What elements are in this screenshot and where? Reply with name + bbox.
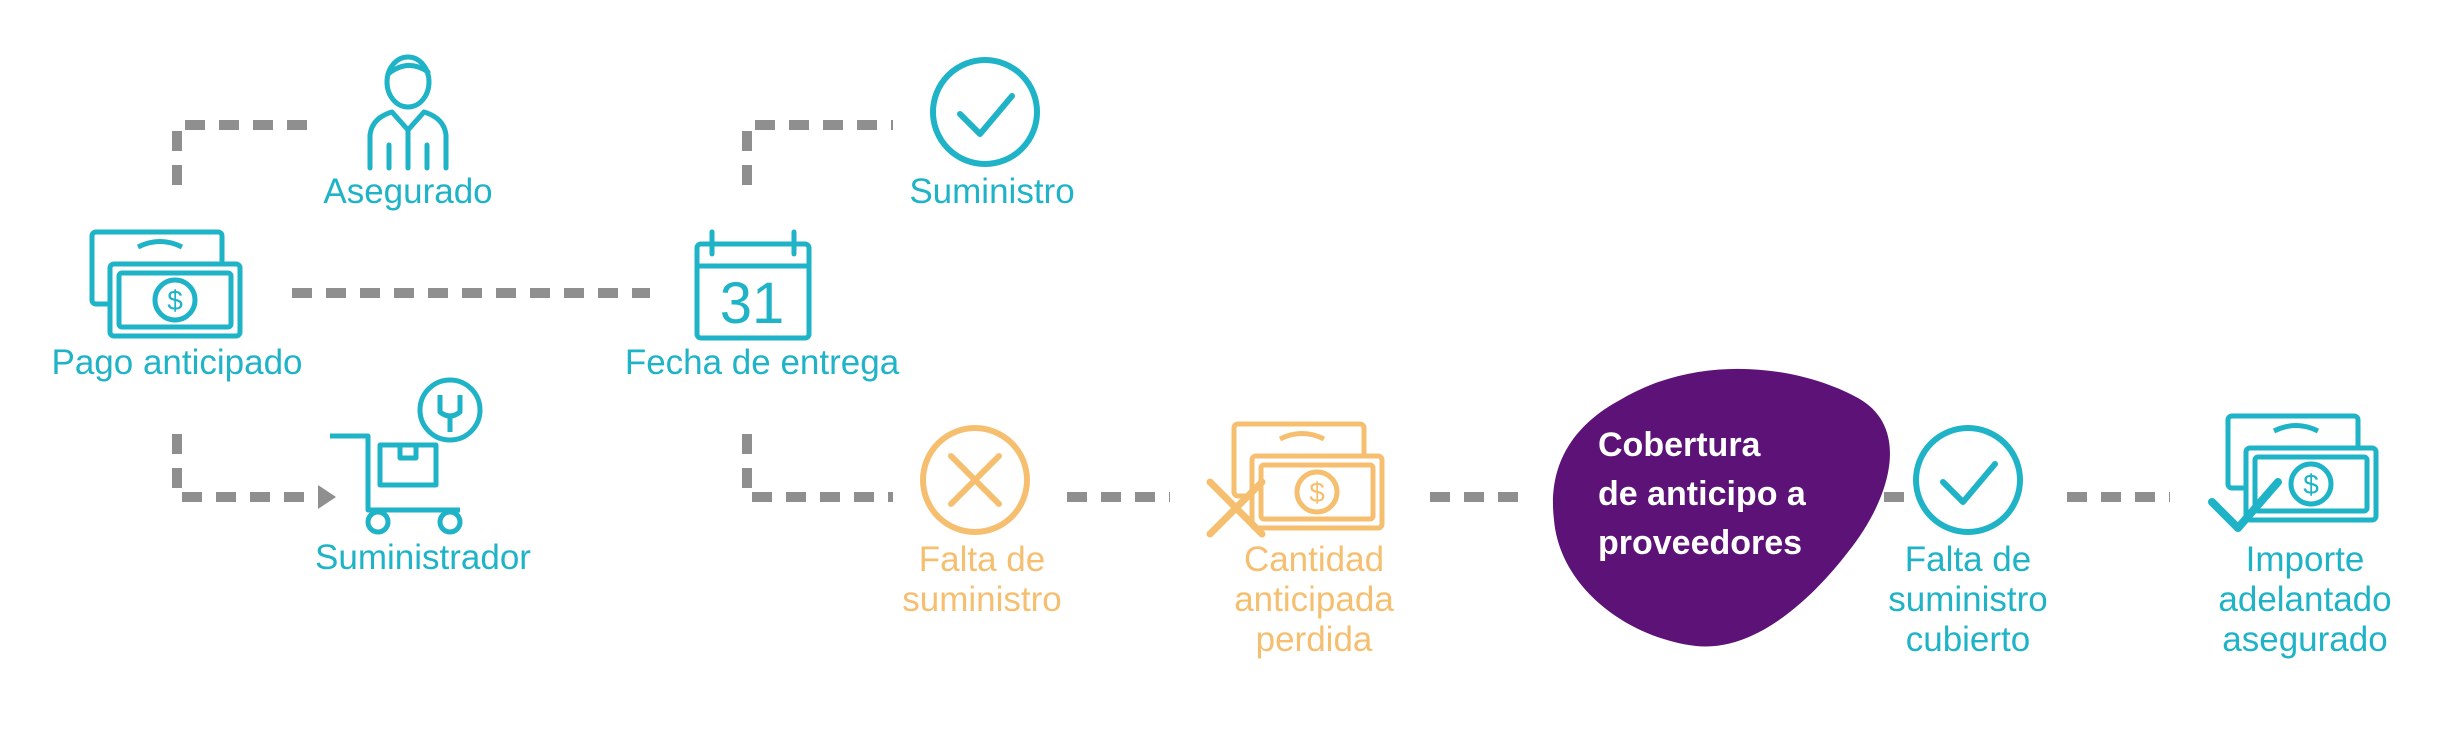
cobertura-blob	[1552, 368, 1890, 647]
label-fecha-entrega: Fecha de entrega	[624, 343, 900, 382]
label-asegurado: Asegurado	[323, 172, 493, 211]
svg-text:$: $	[167, 285, 183, 316]
label-importe-asegurado: Importe adelantado asegurado	[2218, 540, 2392, 659]
label-cantidad-perdida: Cantidad anticipada perdida	[1234, 540, 1394, 659]
calendar-icon: 31	[694, 229, 812, 341]
person-icon	[367, 54, 449, 171]
connector-pago-asegurado	[172, 120, 318, 185]
check-circle-icon	[930, 57, 1040, 167]
money-x-icon: $	[1206, 421, 1385, 538]
money-check-icon: $	[2208, 413, 2379, 532]
svg-text:$: $	[2303, 469, 2319, 500]
label-cobertura: Cobertura de anticipo a proveedores	[1598, 426, 1806, 562]
check-circle-cubierto-icon	[1913, 425, 2023, 535]
label-pago-anticipado: Pago anticipado	[51, 343, 303, 382]
svg-text:$: $	[1309, 477, 1325, 508]
connectors	[172, 120, 2170, 502]
label-falta-suministro: Falta de suministro	[902, 540, 1062, 619]
cart-tool-icon	[330, 377, 483, 535]
arrowhead-suministrador	[318, 485, 336, 509]
label-suministro: Suministro	[909, 172, 1075, 211]
connector-pago-suministrador	[172, 434, 318, 502]
label-suministrador: Suministrador	[315, 538, 531, 577]
label-falta-cubierto: Falta de suministro cubierto	[1888, 540, 2048, 659]
calendar-day: 31	[720, 271, 785, 336]
x-circle-icon	[920, 425, 1030, 535]
connector-fecha-suministro	[742, 120, 893, 185]
connector-fecha-falta	[742, 434, 893, 502]
money-stack-icon: $	[89, 229, 243, 339]
